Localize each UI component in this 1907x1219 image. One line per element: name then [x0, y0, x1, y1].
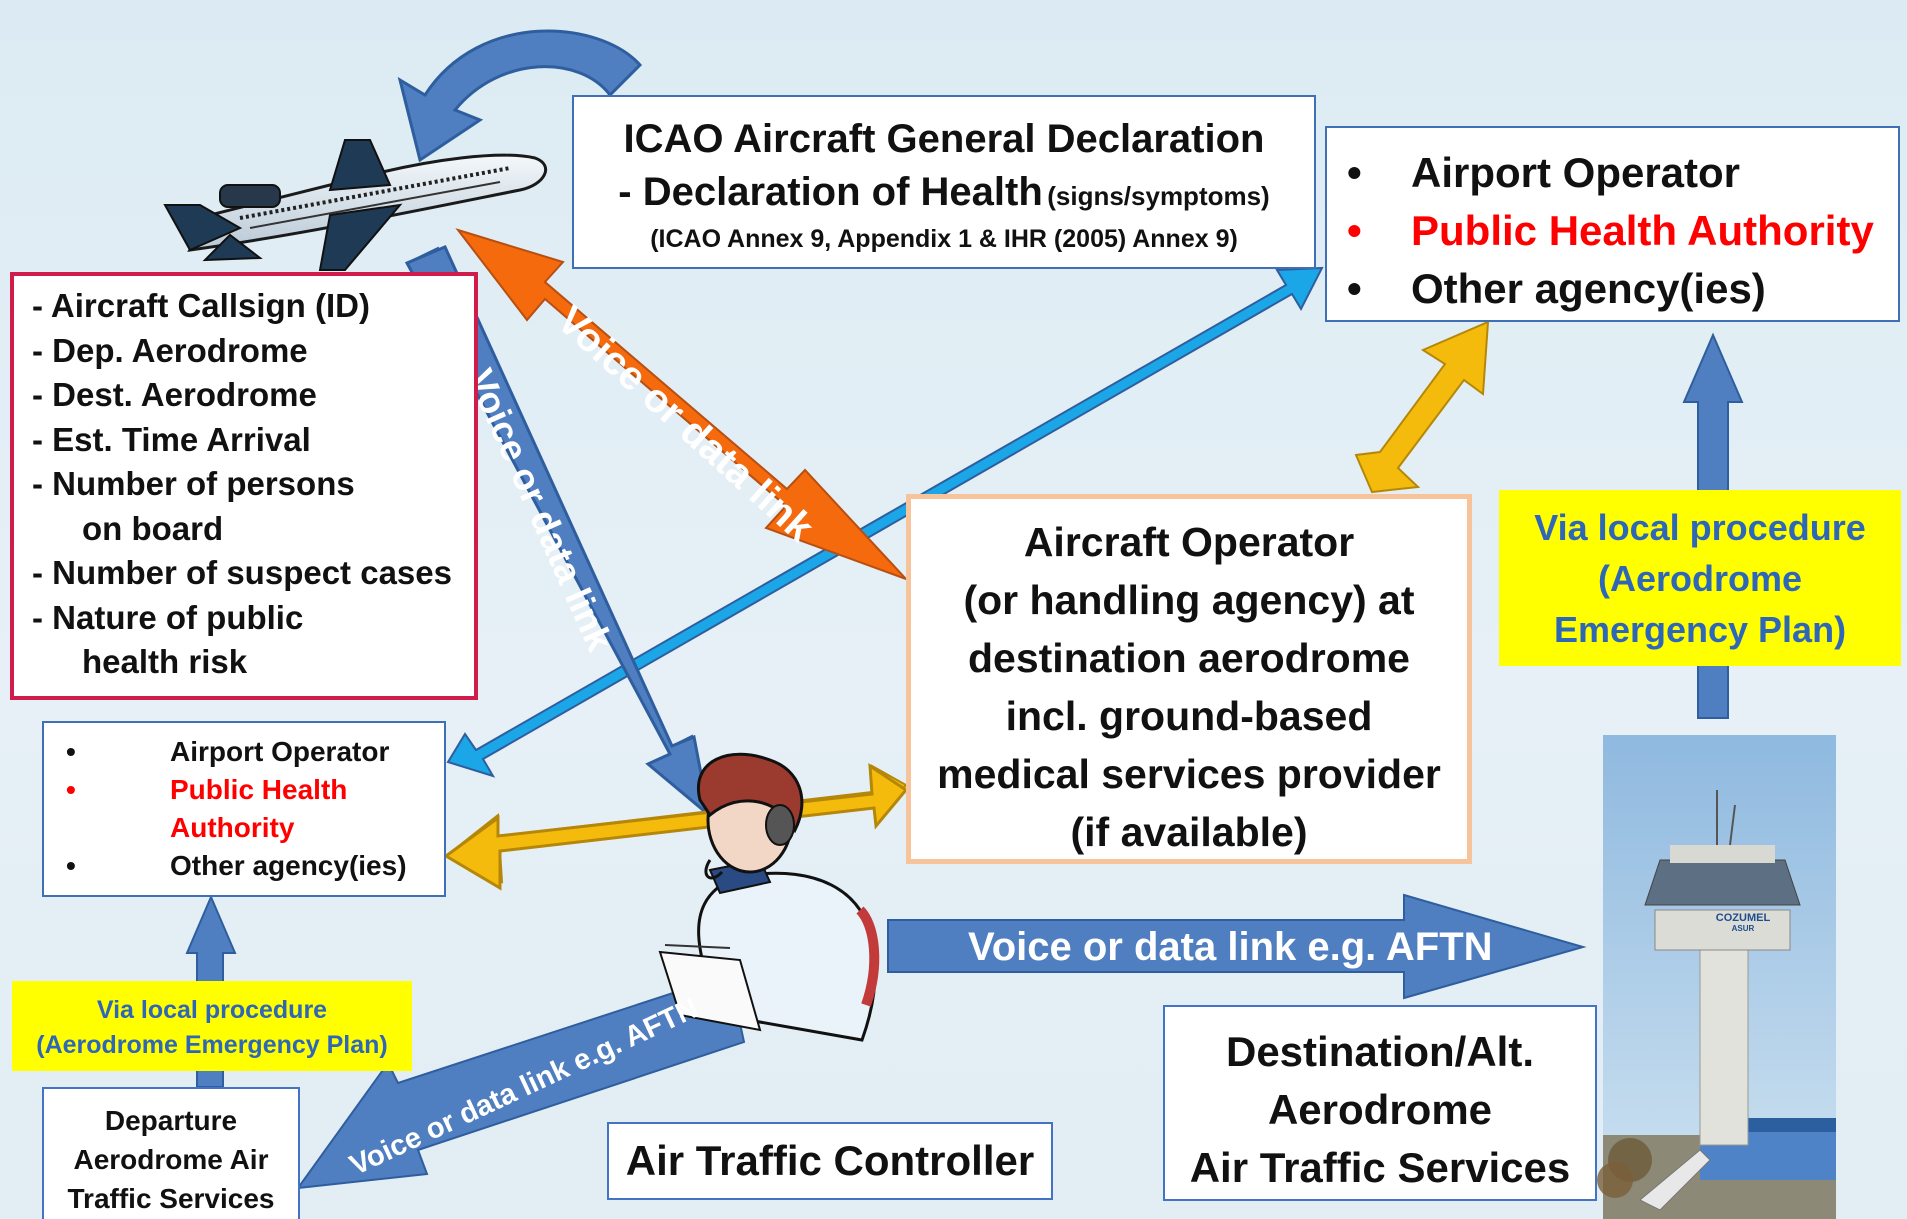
agency-item: Authority — [62, 809, 444, 847]
destination-ats-box: Destination/Alt. Aerodrome Air Traffic S… — [1163, 1005, 1597, 1201]
tower-sign: COZUMEL ASUR — [1708, 912, 1778, 933]
aircraft-operator-box: Aircraft Operator (or handling agency) a… — [906, 494, 1472, 864]
tower-sign-small-text: ASUR — [1731, 924, 1755, 933]
agency-item: •Other agency(ies) — [62, 847, 444, 885]
agency-item-label: Public Health Authority — [1411, 207, 1874, 254]
note-line: Emergency Plan) — [1553, 609, 1847, 650]
controller-icon — [658, 752, 880, 1042]
agency-item-label: Other agency(ies) — [170, 850, 407, 881]
agency-item: •Public Health Authority — [1347, 202, 1898, 260]
yellow-double-arrow-right — [1354, 320, 1490, 494]
agency-item: •Other agency(ies) — [1347, 260, 1898, 318]
horizontal-arrow-label: Voice or data link e.g. AFTN — [968, 925, 1493, 969]
flight-information-box: - Aircraft Callsign (ID) - Dep. Aerodrom… — [10, 272, 478, 700]
flight-info-item: - Dest. Aerodrome — [32, 376, 317, 413]
local-procedure-note-right: Via local procedure (Aerodrome Emergency… — [1499, 490, 1901, 666]
agency-item: •Airport Operator — [62, 733, 444, 771]
operator-line: Aircraft Operator — [1023, 519, 1355, 565]
icao-health-declaration: - Declaration of Health — [618, 170, 1043, 214]
operator-line: (if available) — [1070, 809, 1308, 855]
horizontal-aftn-arrow — [887, 893, 1587, 1000]
agency-item-label: Airport Operator — [170, 736, 390, 767]
control-tower-photo — [1597, 735, 1836, 1219]
tower-sign-text: COZUMEL — [1715, 912, 1771, 924]
note-line: Via local procedure — [1534, 507, 1866, 548]
operator-line: medical services provider — [937, 751, 1441, 797]
agency-item: •Airport Operator — [1347, 144, 1898, 202]
note-line: (Aerodrome — [1597, 558, 1803, 599]
flight-info-item: - Number of persons — [32, 465, 355, 502]
aircraft-icon — [163, 139, 548, 271]
flight-info-item: - Est. Time Arrival — [32, 420, 311, 458]
agency-item-label: Public Health — [170, 774, 348, 805]
destination-line: Aerodrome — [1267, 1086, 1493, 1133]
departure-line: Departure — [104, 1105, 238, 1136]
operator-line: (or handling agency) at — [963, 577, 1415, 623]
agency-item: •Public Health — [62, 771, 444, 809]
light-blue-double-arrow — [446, 266, 1324, 778]
flight-info-item: - Dep. Aerodrome — [32, 331, 308, 369]
departure-agencies-box: •Airport Operator •Public Health Authori… — [42, 721, 446, 897]
curved-arrow — [397, 29, 643, 163]
operator-line: destination aerodrome — [968, 635, 1410, 681]
destination-line: Destination/Alt. — [1225, 1028, 1534, 1075]
note-line: (Aerodrome Emergency Plan) — [36, 1031, 388, 1059]
icao-reference: (ICAO Annex 9, Appendix 1 & IHR (2005) A… — [650, 225, 1238, 253]
agency-item-label: Authority — [170, 812, 295, 843]
flight-info-item: - Number of suspect cases — [32, 554, 452, 591]
local-procedure-note-left: Via local procedure (Aerodrome Emergency… — [12, 981, 412, 1071]
icao-title: ICAO Aircraft General Declaration — [623, 117, 1265, 161]
flight-info-item: - Aircraft Callsign (ID) — [32, 287, 370, 324]
flight-info-item: - Nature of public — [32, 598, 304, 636]
flight-info-item: health risk — [82, 643, 248, 680]
icao-signs-symptoms: (signs/symptoms) — [1047, 181, 1270, 211]
note-line: Via local procedure — [96, 996, 328, 1024]
flight-info-item: on board — [82, 509, 224, 547]
departure-ats-box: Departure Aerodrome Air Traffic Services — [42, 1087, 300, 1219]
agency-item-label: Airport Operator — [1411, 149, 1741, 196]
air-traffic-controller-box: Air Traffic Controller — [607, 1122, 1053, 1200]
atc-label: Air Traffic Controller — [625, 1137, 1035, 1184]
destination-agencies-box: •Airport Operator •Public Health Authori… — [1325, 126, 1900, 322]
departure-line: Aerodrome Air — [73, 1144, 269, 1175]
icao-declaration-box: ICAO Aircraft General Declaration - Decl… — [572, 95, 1316, 269]
operator-line: incl. ground-based — [1005, 693, 1373, 739]
departure-line: Traffic Services — [67, 1183, 275, 1214]
destination-line: Air Traffic Services — [1189, 1144, 1571, 1191]
agency-item-label: Other agency(ies) — [1411, 265, 1766, 312]
